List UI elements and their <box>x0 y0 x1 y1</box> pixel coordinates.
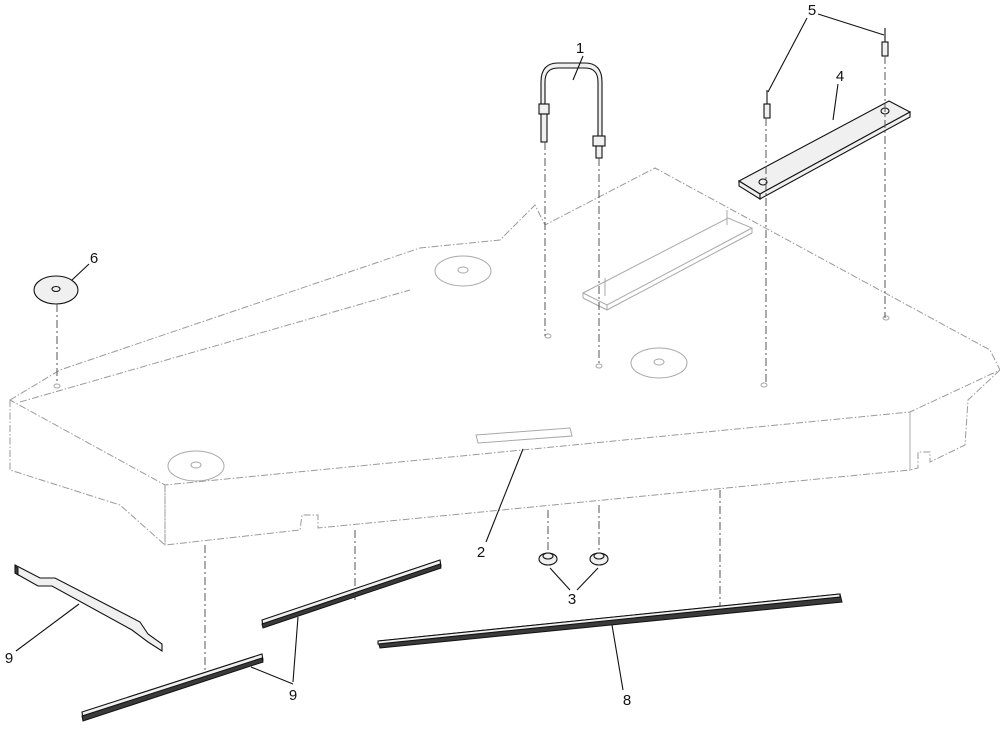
platform-installed-strap <box>581 210 754 311</box>
callout-8: 8 <box>623 692 631 709</box>
part-3-nuts <box>538 505 609 566</box>
mounting-holes <box>53 315 890 389</box>
part-8-long-strip <box>377 593 843 649</box>
callout-2: 2 <box>477 544 485 561</box>
callout-6: 6 <box>90 250 98 267</box>
part-9-strips <box>14 559 442 722</box>
callout-leaders <box>15 13 885 691</box>
part-6-washer <box>33 275 79 384</box>
part-2-label-plate <box>475 427 573 444</box>
part-5-pins <box>763 28 889 385</box>
platform-body <box>8 167 1000 547</box>
callout-9-bottom: 9 <box>289 687 297 704</box>
callout-4: 4 <box>836 68 844 85</box>
callout-5: 5 <box>808 2 816 19</box>
part-1-u-bolt <box>538 62 606 366</box>
callout-labels: 1 2 3 4 5 6 8 9 9 <box>5 2 844 709</box>
platform-disc-pads <box>167 255 688 482</box>
callout-1: 1 <box>576 40 584 57</box>
platform-legs <box>204 490 721 670</box>
callout-3: 3 <box>568 591 576 608</box>
part-4-flat-strap <box>737 100 912 200</box>
callout-9-left: 9 <box>5 650 13 667</box>
